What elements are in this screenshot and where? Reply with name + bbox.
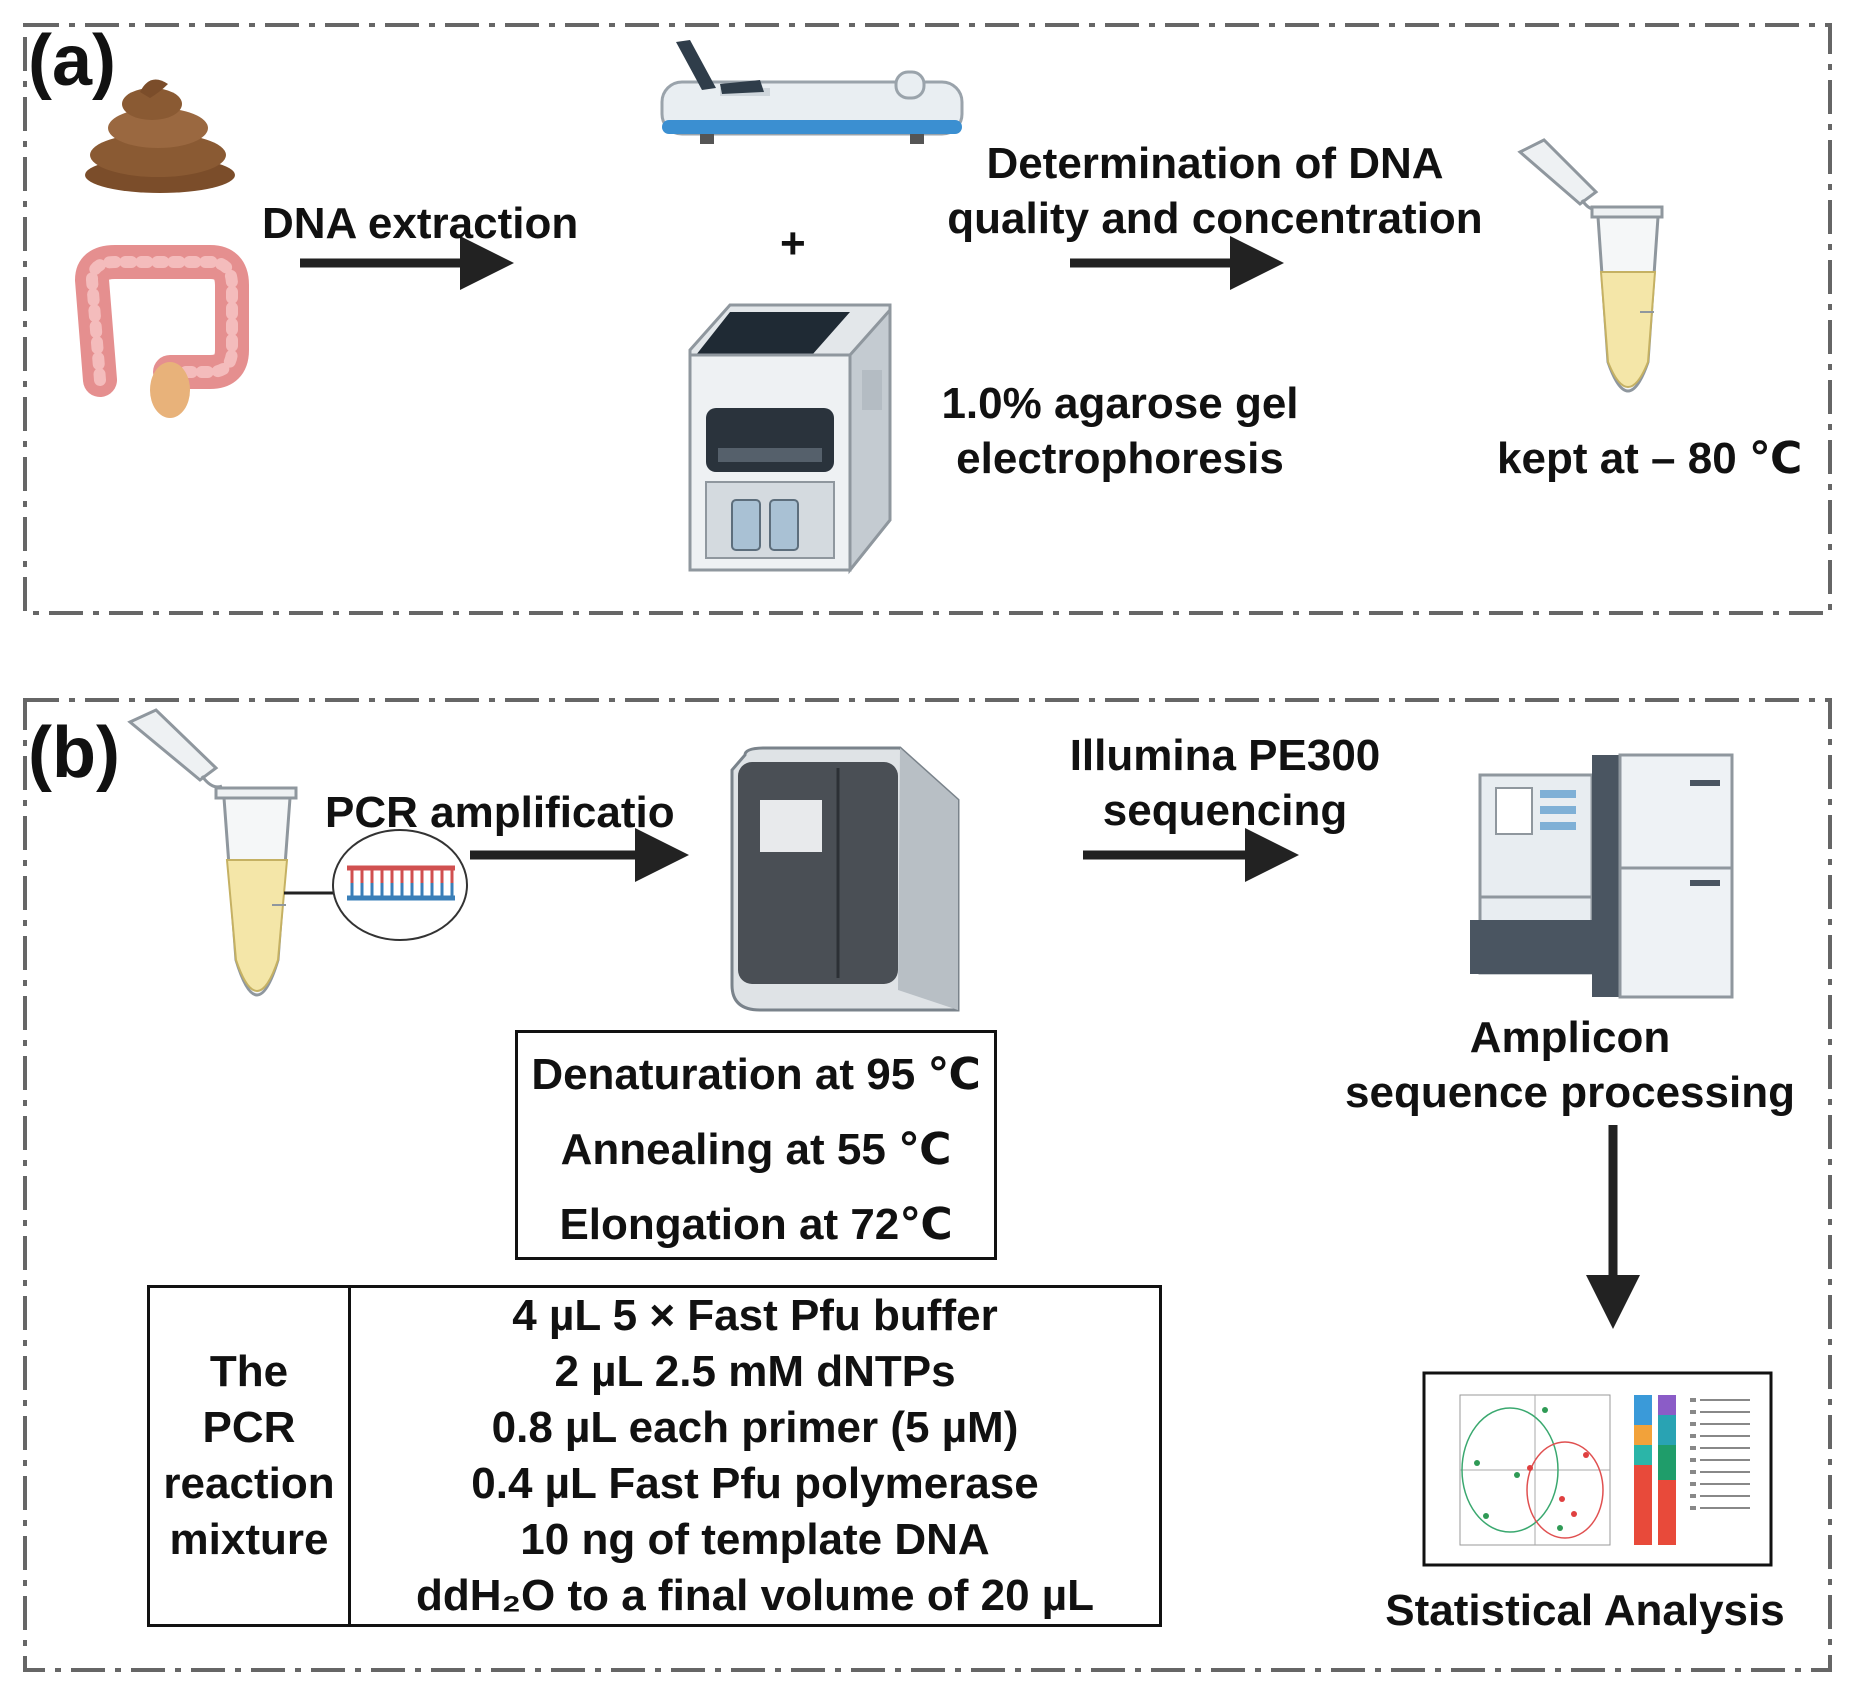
mixture-item: 0.4 µL Fast Pfu polymerase (471, 1459, 1039, 1508)
sequencing-label-line2: sequencing (1102, 786, 1348, 835)
condition-annealing: Annealing at 55 ℃ (560, 1125, 952, 1174)
mixture-item: 2 µL 2.5 mM dNTPs (554, 1347, 956, 1396)
microtube-icon (1517, 138, 1664, 393)
mixture-header-cell: The PCR reaction mixture (150, 1288, 351, 1624)
condition-denaturation: Denaturation at 95 ℃ (531, 1050, 981, 1099)
sequencer-icon (1470, 753, 1734, 999)
stool-icon (85, 79, 235, 193)
gel-label-line1: 1.0% agarose gel (941, 379, 1299, 428)
condition-elongation: Elongation at 72℃ (559, 1200, 953, 1249)
panel-a-label: (a) (28, 21, 116, 101)
amplicon-label-line2: sequence processing (1345, 1068, 1795, 1117)
sequencing-label-line1: Illumina PE300 (1069, 731, 1381, 780)
statistical-analysis-label: Statistical Analysis (1385, 1586, 1785, 1635)
determination-label-line2: quality and concentration (947, 194, 1483, 243)
panel-a-frame (23, 23, 1832, 615)
pcr-label: PCR amplificatio (325, 788, 675, 837)
mixture-item: 4 µL 5 × Fast Pfu buffer (512, 1291, 998, 1340)
mixture-header-line: reaction (163, 1459, 335, 1508)
dna-extraction-label: DNA extraction (262, 199, 579, 248)
gel-label-line2: electrophoresis (956, 434, 1284, 483)
spectrophotometer-icon (660, 40, 964, 144)
intestine-icon (74, 245, 249, 418)
mixture-header-line: mixture (169, 1515, 329, 1564)
thermocycler-icon (730, 746, 960, 1012)
amplicon-label-line1: Amplicon (1469, 1013, 1671, 1062)
pcr-conditions-box: Denaturation at 95 ℃ Annealing at 55 ℃ E… (515, 1030, 997, 1260)
mixture-item: 10 ng of template DNA (520, 1515, 990, 1564)
pcr-mixture-table: The PCR reaction mixture 4 µL 5 × Fast P… (147, 1285, 1162, 1627)
panel-b-label: (b) (28, 713, 120, 793)
mixture-item: ddH₂O to a final volume of 20 µL (415, 1571, 1095, 1620)
mixture-items-cell: 4 µL 5 × Fast Pfu buffer 2 µL 2.5 mM dNT… (351, 1288, 1159, 1624)
storage-label: kept at – 80 ℃ (1497, 434, 1803, 483)
mixture-header-line: PCR (202, 1403, 296, 1452)
determination-label-line1: Determination of DNA (986, 139, 1444, 188)
gel-electrophoresis-icon (688, 303, 892, 575)
dna-icon (332, 829, 468, 941)
mixture-header-line: The (209, 1347, 289, 1396)
plus-sign: + (780, 219, 806, 268)
microtube-icon (127, 708, 298, 997)
analysis-chart-icon (1422, 1371, 1773, 1567)
mixture-item: 0.8 µL each primer (5 µM) (491, 1403, 1019, 1452)
panel-b-frame (23, 698, 1832, 1672)
